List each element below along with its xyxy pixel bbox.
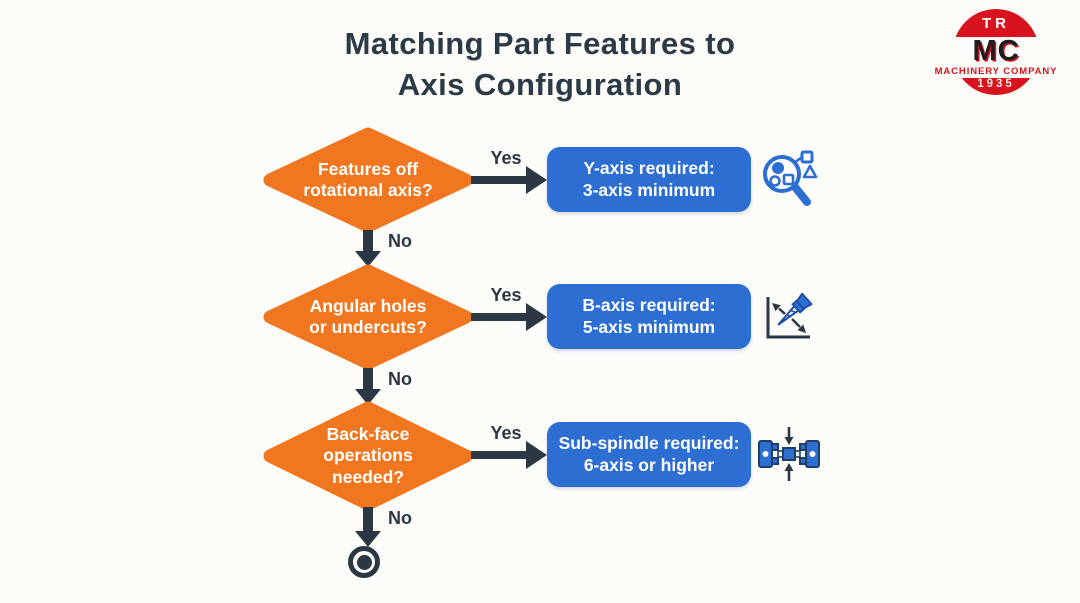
yes-arrow (471, 166, 547, 194)
diamond-shape (263, 127, 473, 233)
no-arrow (351, 507, 385, 547)
arrow-shaft (471, 313, 528, 321)
yes-label: Yes (490, 148, 522, 168)
yes-label: Yes (490, 423, 522, 443)
no-arrow (351, 230, 385, 267)
result-box-y-axis: Y-axis required: 3-axis minimum (547, 147, 751, 212)
diamond-shape (263, 401, 473, 511)
arrow-head (526, 303, 547, 331)
sub-spindle-chucks-icon (758, 427, 820, 481)
arrow-shaft (363, 368, 373, 390)
page-title: Matching Part Features to Axis Configura… (344, 26, 736, 102)
no-label: No (388, 369, 412, 389)
logo-top-text: TR (982, 15, 1010, 32)
feature-inspection-magnifier-icon (763, 150, 818, 206)
decision-diamond-backface: Back-face operations needed? (263, 401, 473, 511)
arrow-shaft (363, 230, 373, 252)
logo-monogram-band: MC (948, 34, 1044, 67)
yes-arrow (471, 441, 547, 469)
logo-monogram: MC (972, 34, 1020, 67)
arrow-head (526, 441, 547, 469)
arrow-shaft (471, 451, 528, 459)
no-arrow (351, 368, 385, 405)
decision-diamond-angular: Angular holes or undercuts? (263, 264, 473, 370)
flow-end-node (348, 546, 380, 578)
flow-end-dot (356, 554, 372, 570)
decision-question: Angular holes or undercuts? (309, 295, 427, 337)
arrow-head (526, 166, 547, 194)
decision-question: Back-face operations needed? (323, 423, 413, 487)
result-box-b-axis: B-axis required: 5-axis minimum (547, 284, 751, 349)
angled-drill-b-axis-icon (766, 292, 813, 339)
yes-arrow (471, 303, 547, 331)
yes-label: Yes (490, 285, 522, 305)
decision-diamond-features: Features off rotational axis? (263, 127, 473, 233)
arrow-head (355, 389, 381, 405)
logo-company-name: MACHINERY COMPANY (926, 65, 1066, 78)
arrow-head (355, 251, 381, 267)
diamond-shape (263, 264, 473, 370)
result-box-sub-spindle: Sub-spindle required: 6-axis or higher (547, 422, 751, 487)
no-label: No (388, 508, 412, 528)
arrow-head (355, 531, 381, 547)
company-logo: TR MC MACHINERY COMPANY 1935 (926, 8, 1066, 102)
logo-year: 1935 (977, 78, 1015, 90)
arrow-shaft (363, 507, 373, 532)
decision-question: Features off rotational axis? (303, 158, 433, 200)
no-label: No (388, 231, 412, 251)
arrow-shaft (471, 176, 528, 184)
